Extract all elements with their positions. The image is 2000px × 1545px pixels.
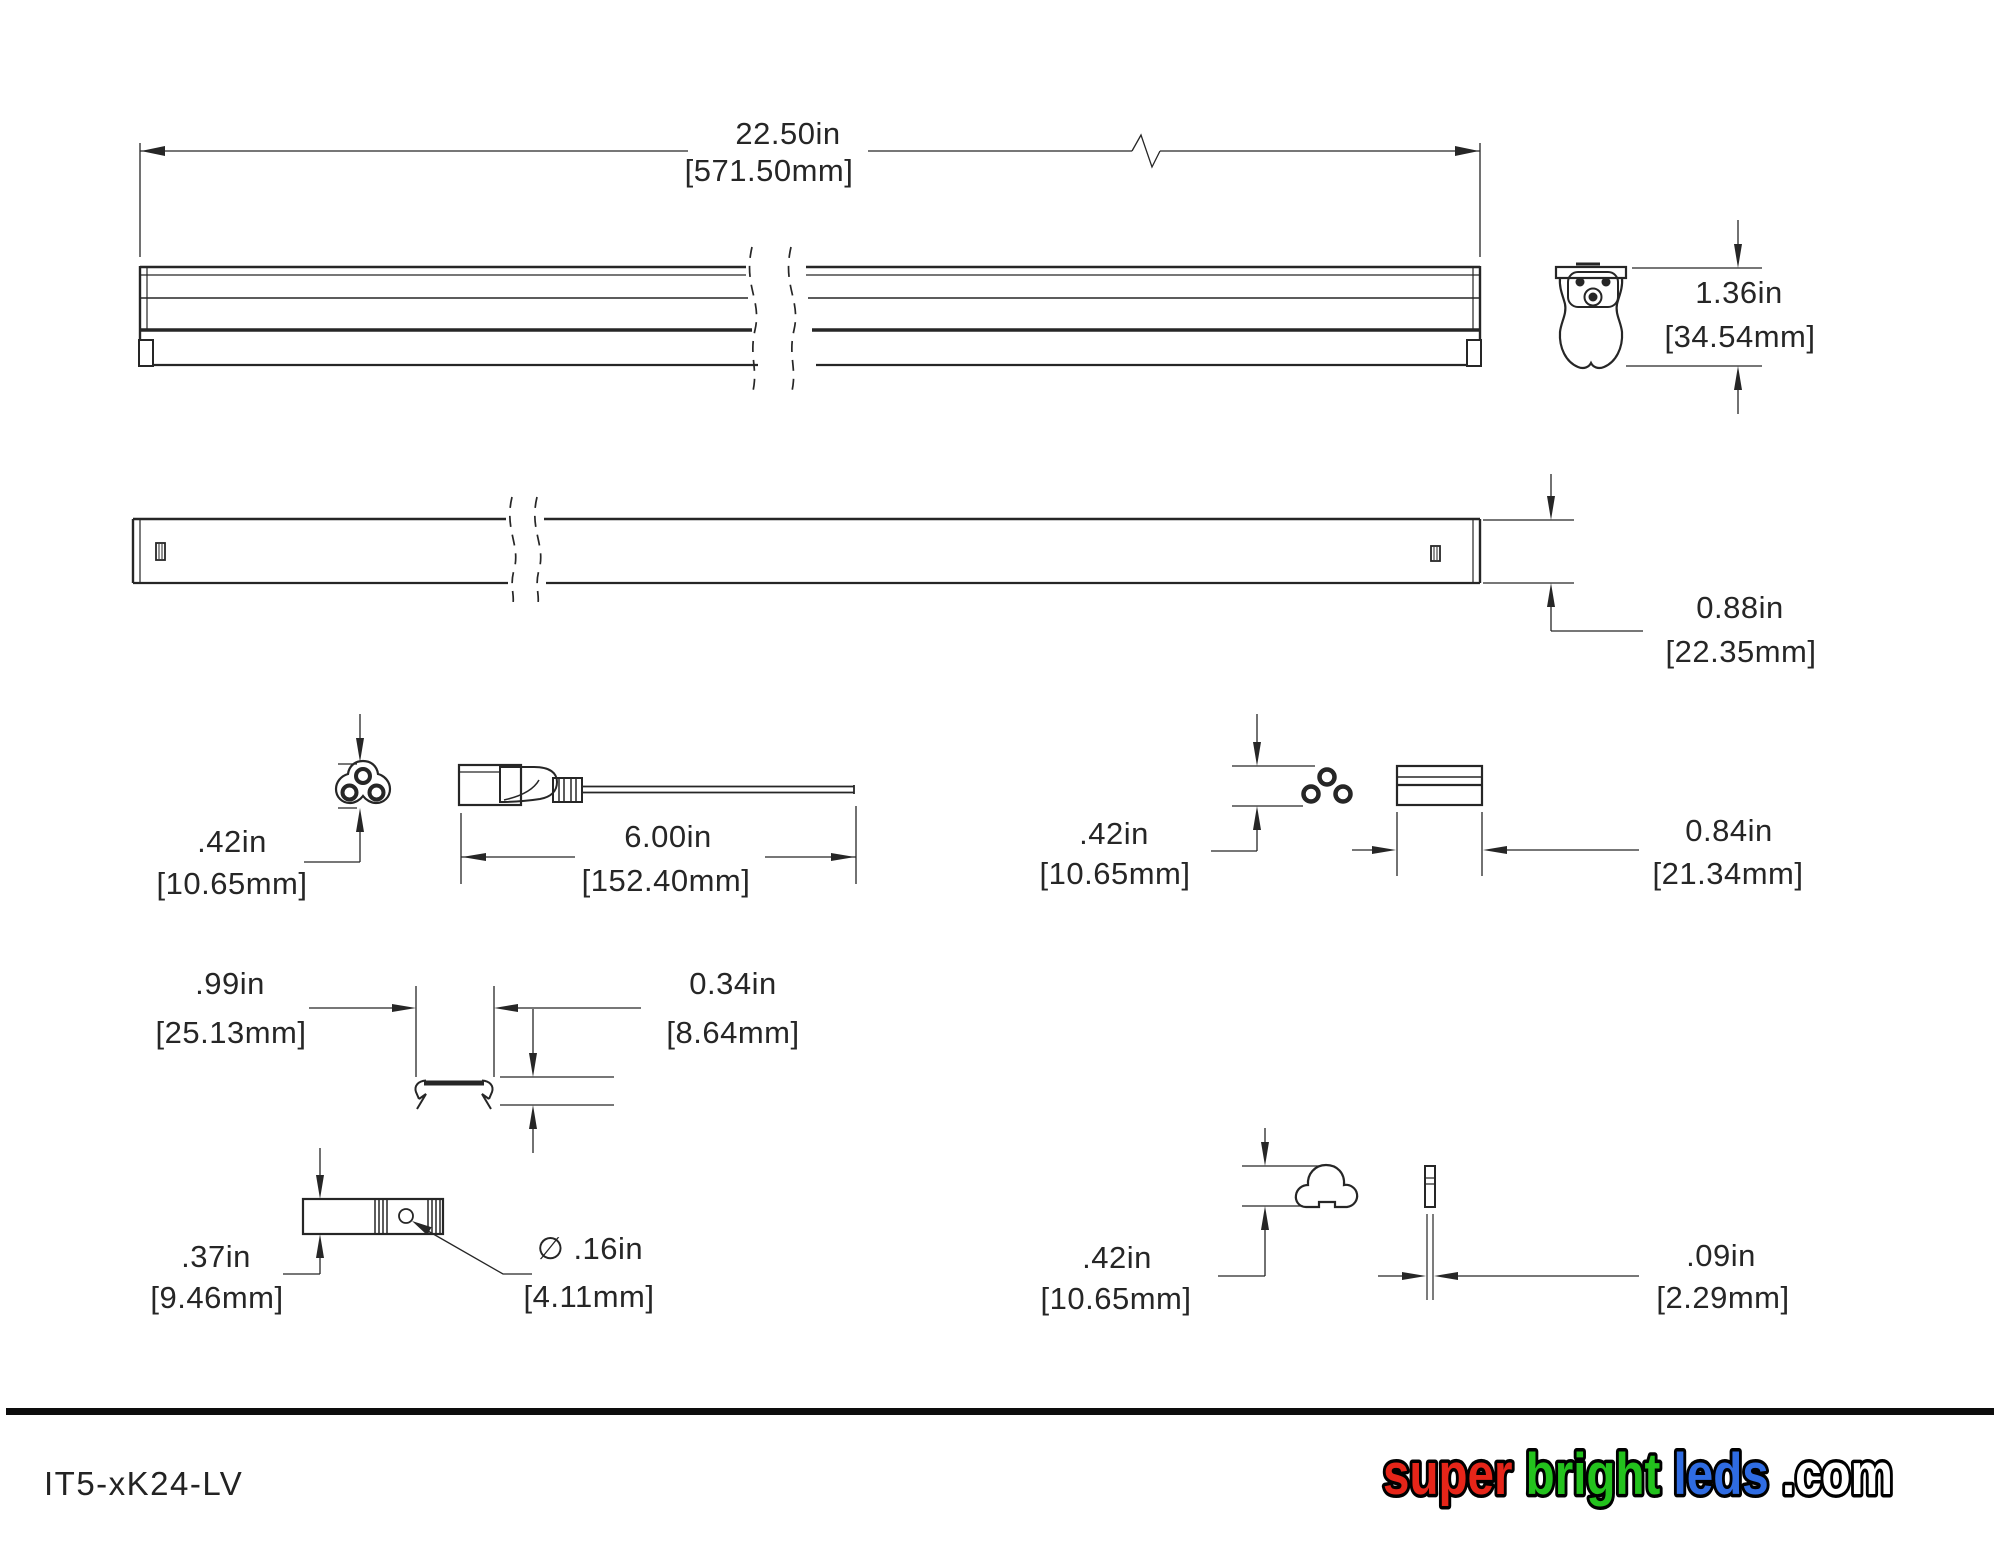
dim-clip-thickness-in: .09in (1686, 1238, 1756, 1273)
dim-clip-hole-diameter: ∅ .16in [4.11mm] (412, 1221, 654, 1314)
pin-cluster-view (1301, 767, 1353, 804)
endcap-pin-hole (1601, 277, 1611, 287)
endcap-end-view (1554, 262, 1628, 370)
dim-pin-cluster-height-in: .42in (1079, 816, 1149, 851)
dim-clip-face-height: .42in [10.65mm] (1041, 1128, 1320, 1316)
mounting-channel-profile (414, 1079, 494, 1110)
dim-endcap-height-mm: [34.54mm] (1665, 319, 1816, 354)
dim-fixture-depth: 0.88in [22.35mm] (1483, 474, 1816, 669)
logo-bright: bright (1526, 1443, 1661, 1508)
dim-cable-length-mm: [152.40mm] (582, 863, 751, 898)
dim-clip-face-height-mm: [10.65mm] (1041, 1281, 1192, 1316)
dim-connector-face-height: .42in [10.65mm] (157, 714, 364, 901)
dim-clip-thickness: .09in [2.29mm] (1378, 1214, 1789, 1315)
dim-cable-length: 6.00in [152.40mm] (460, 806, 857, 898)
power-cable-view (457, 763, 855, 807)
svg-text:super bright leds: super bright leds .com (1383, 1443, 1893, 1508)
logo-super: super (1383, 1443, 1512, 1508)
dim-clip-height: .37in [9.46mm] (150, 1148, 324, 1315)
dim-cable-length-in: 6.00in (624, 819, 711, 854)
dim-pin-cluster-height: .42in [10.65mm] (1040, 714, 1315, 891)
top-view (131, 496, 1482, 608)
dim-clip-face-height-in: .42in (1082, 1240, 1152, 1275)
endcap-pin-hole (1575, 277, 1585, 287)
dim-clip-height-mm: [9.46mm] (150, 1280, 283, 1315)
footer-divider-bar (6, 1408, 1994, 1415)
mounting-clip-edge-view (1424, 1165, 1436, 1208)
front-view (138, 246, 1482, 392)
dim-endcap-side-width-in: 0.84in (1685, 813, 1772, 848)
dim-fixture-depth-in: 0.88in (1696, 590, 1783, 625)
part-number: IT5-xK24-LV (44, 1465, 243, 1502)
connector-face-view (334, 759, 392, 805)
dim-pin-cluster-height-mm: [10.65mm] (1040, 856, 1191, 891)
dim-endcap-height-in: 1.36in (1695, 275, 1782, 310)
logo-leds: leds (1674, 1443, 1769, 1508)
dim-channel-width-in: .99in (195, 966, 265, 1001)
dim-overall-length-in: 22.50in (735, 116, 840, 151)
dim-channel-height-in: 0.34in (689, 966, 776, 1001)
dim-clip-thickness-mm: [2.29mm] (1656, 1280, 1789, 1315)
dim-overall-length-mm: [571.50mm] (685, 153, 854, 188)
mounting-clip-face-view (1294, 1163, 1359, 1209)
mounting-clip-side-view (301, 1197, 445, 1236)
dim-channel-height-mm: [8.64mm] (666, 1015, 799, 1050)
dim-clip-hole-diameter-in: ∅ .16in (537, 1231, 643, 1266)
endcap-pin-hole (1588, 292, 1598, 302)
dim-connector-face-height-in: .42in (197, 824, 267, 859)
dim-channel-height: 0.34in [8.64mm] (500, 966, 799, 1153)
endcap-side-view (1395, 764, 1484, 807)
dim-channel-width-mm: [25.13mm] (156, 1015, 307, 1050)
dim-endcap-side-width-mm: [21.34mm] (1653, 856, 1804, 891)
logo-com: .com (1782, 1443, 1893, 1508)
dim-connector-face-height-mm: [10.65mm] (157, 866, 308, 901)
dim-endcap-height: 1.36in [34.54mm] (1626, 220, 1815, 414)
dim-fixture-depth-mm: [22.35mm] (1666, 634, 1817, 669)
dim-endcap-side-width: 0.84in [21.34mm] (1352, 812, 1803, 891)
brand-logo: super bright leds .com (1380, 1439, 1896, 1510)
dim-clip-height-in: .37in (181, 1239, 251, 1274)
dim-overall-length: 22.50in [571.50mm] (139, 116, 1481, 257)
clip-mounting-hole (398, 1208, 414, 1224)
dim-channel-width: .99in [25.13mm] (156, 966, 641, 1077)
dim-clip-hole-diameter-mm: [4.11mm] (524, 1279, 655, 1314)
